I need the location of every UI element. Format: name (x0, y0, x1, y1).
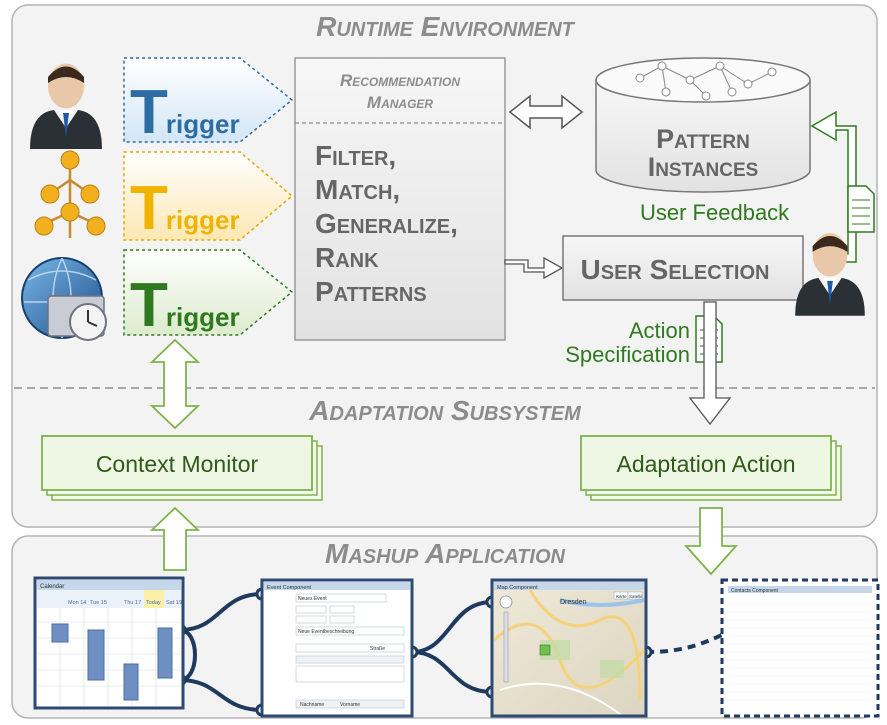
adaptation-action-box (580, 435, 832, 491)
pattern-instances-label-2: Instances (648, 152, 759, 182)
trigger-shape-blue (123, 57, 294, 143)
user-feedback-label: User Feedback (640, 200, 790, 225)
step-patterns: Patterns (315, 276, 427, 307)
svg-text:Contacts Component: Contacts Component (731, 588, 779, 594)
svg-text:Dresden: Dresden (560, 599, 587, 606)
step-filter: Filter, (315, 140, 396, 171)
arrow-adaptation-action-to-mashup (683, 507, 739, 576)
arrow-mashup-to-context-monitor (149, 506, 201, 571)
adaptation-subsystem-title: Adaptation Subsystem (308, 395, 582, 426)
svg-text:Neues Event: Neues Event (298, 596, 327, 602)
svg-text:Straße: Straße (370, 646, 385, 652)
trigger-label-3: Trigger (130, 271, 240, 340)
svg-text:Karte: Karte (616, 594, 627, 599)
arrow-down-to-adaptation-action (688, 301, 732, 426)
svg-text:Calendar: Calendar (40, 584, 64, 590)
calendar-component: Calendar Mon 14 Tue 15 Thu 17 Today Sat … (33, 576, 185, 710)
pattern-instances-database (595, 57, 811, 193)
svg-text:Thu 17: Thu 17 (124, 600, 141, 606)
runtime-environment-title: Runtime Environment (316, 11, 576, 42)
mashup-application-title: Mashup Application (325, 538, 565, 569)
svg-text:Nachname: Nachname (300, 702, 324, 708)
globe-folder-clock-icon (21, 257, 107, 341)
svg-text:Neue Eventbeschreibung: Neue Eventbeschreibung (298, 629, 354, 635)
context-monitor-box (41, 435, 313, 491)
step-match: Match, (315, 174, 400, 205)
action-specification-label-1: Action (629, 318, 690, 343)
arrow-to-user-selection (504, 256, 564, 280)
document-icon-feedback (847, 185, 875, 233)
contacts-component: Contacts Component (720, 578, 880, 718)
recommendation-manager-box (294, 57, 506, 341)
svg-text:Sat 19: Sat 19 (166, 600, 182, 606)
trigger-label-2: Trigger (130, 174, 240, 243)
svg-text:Satellit: Satellit (629, 594, 643, 599)
action-specification-label-2: Specification (565, 342, 690, 367)
step-generalize: Generalize, (315, 208, 458, 239)
svg-text:Mon 14: Mon 14 (68, 600, 86, 606)
user-selection-label: User Selection (581, 254, 770, 285)
map-component: Map Component Dresden Karte Satellit (490, 578, 648, 718)
recommendation-manager-title-2: Manager (367, 93, 433, 112)
user-selection-box (562, 235, 804, 301)
event-component: Event Component Neues Event Neue Eventbe… (260, 578, 414, 718)
bidirectional-arrow (508, 94, 584, 130)
pattern-instances-label-1: Pattern (656, 124, 750, 154)
context-monitor-label: Context Monitor (96, 451, 259, 477)
svg-text:Vorname: Vorname (340, 702, 360, 708)
trigger-shape-green (123, 249, 294, 336)
step-rank: Rank (315, 242, 379, 273)
trigger-label-1: Trigger (130, 78, 240, 147)
svg-text:Tue 15: Tue 15 (90, 600, 107, 606)
svg-text:Today: Today (146, 600, 161, 606)
adaptation-action-label: Adaptation Action (616, 451, 795, 477)
recommendation-manager-title-1: Recommendation (340, 71, 460, 90)
trigger-shape-orange (123, 151, 294, 241)
arrow-triggers-context-monitor (149, 338, 201, 430)
svg-text:Map Component: Map Component (497, 585, 538, 591)
svg-text:Event Component: Event Component (267, 585, 311, 591)
network-tree-icon (34, 150, 106, 238)
